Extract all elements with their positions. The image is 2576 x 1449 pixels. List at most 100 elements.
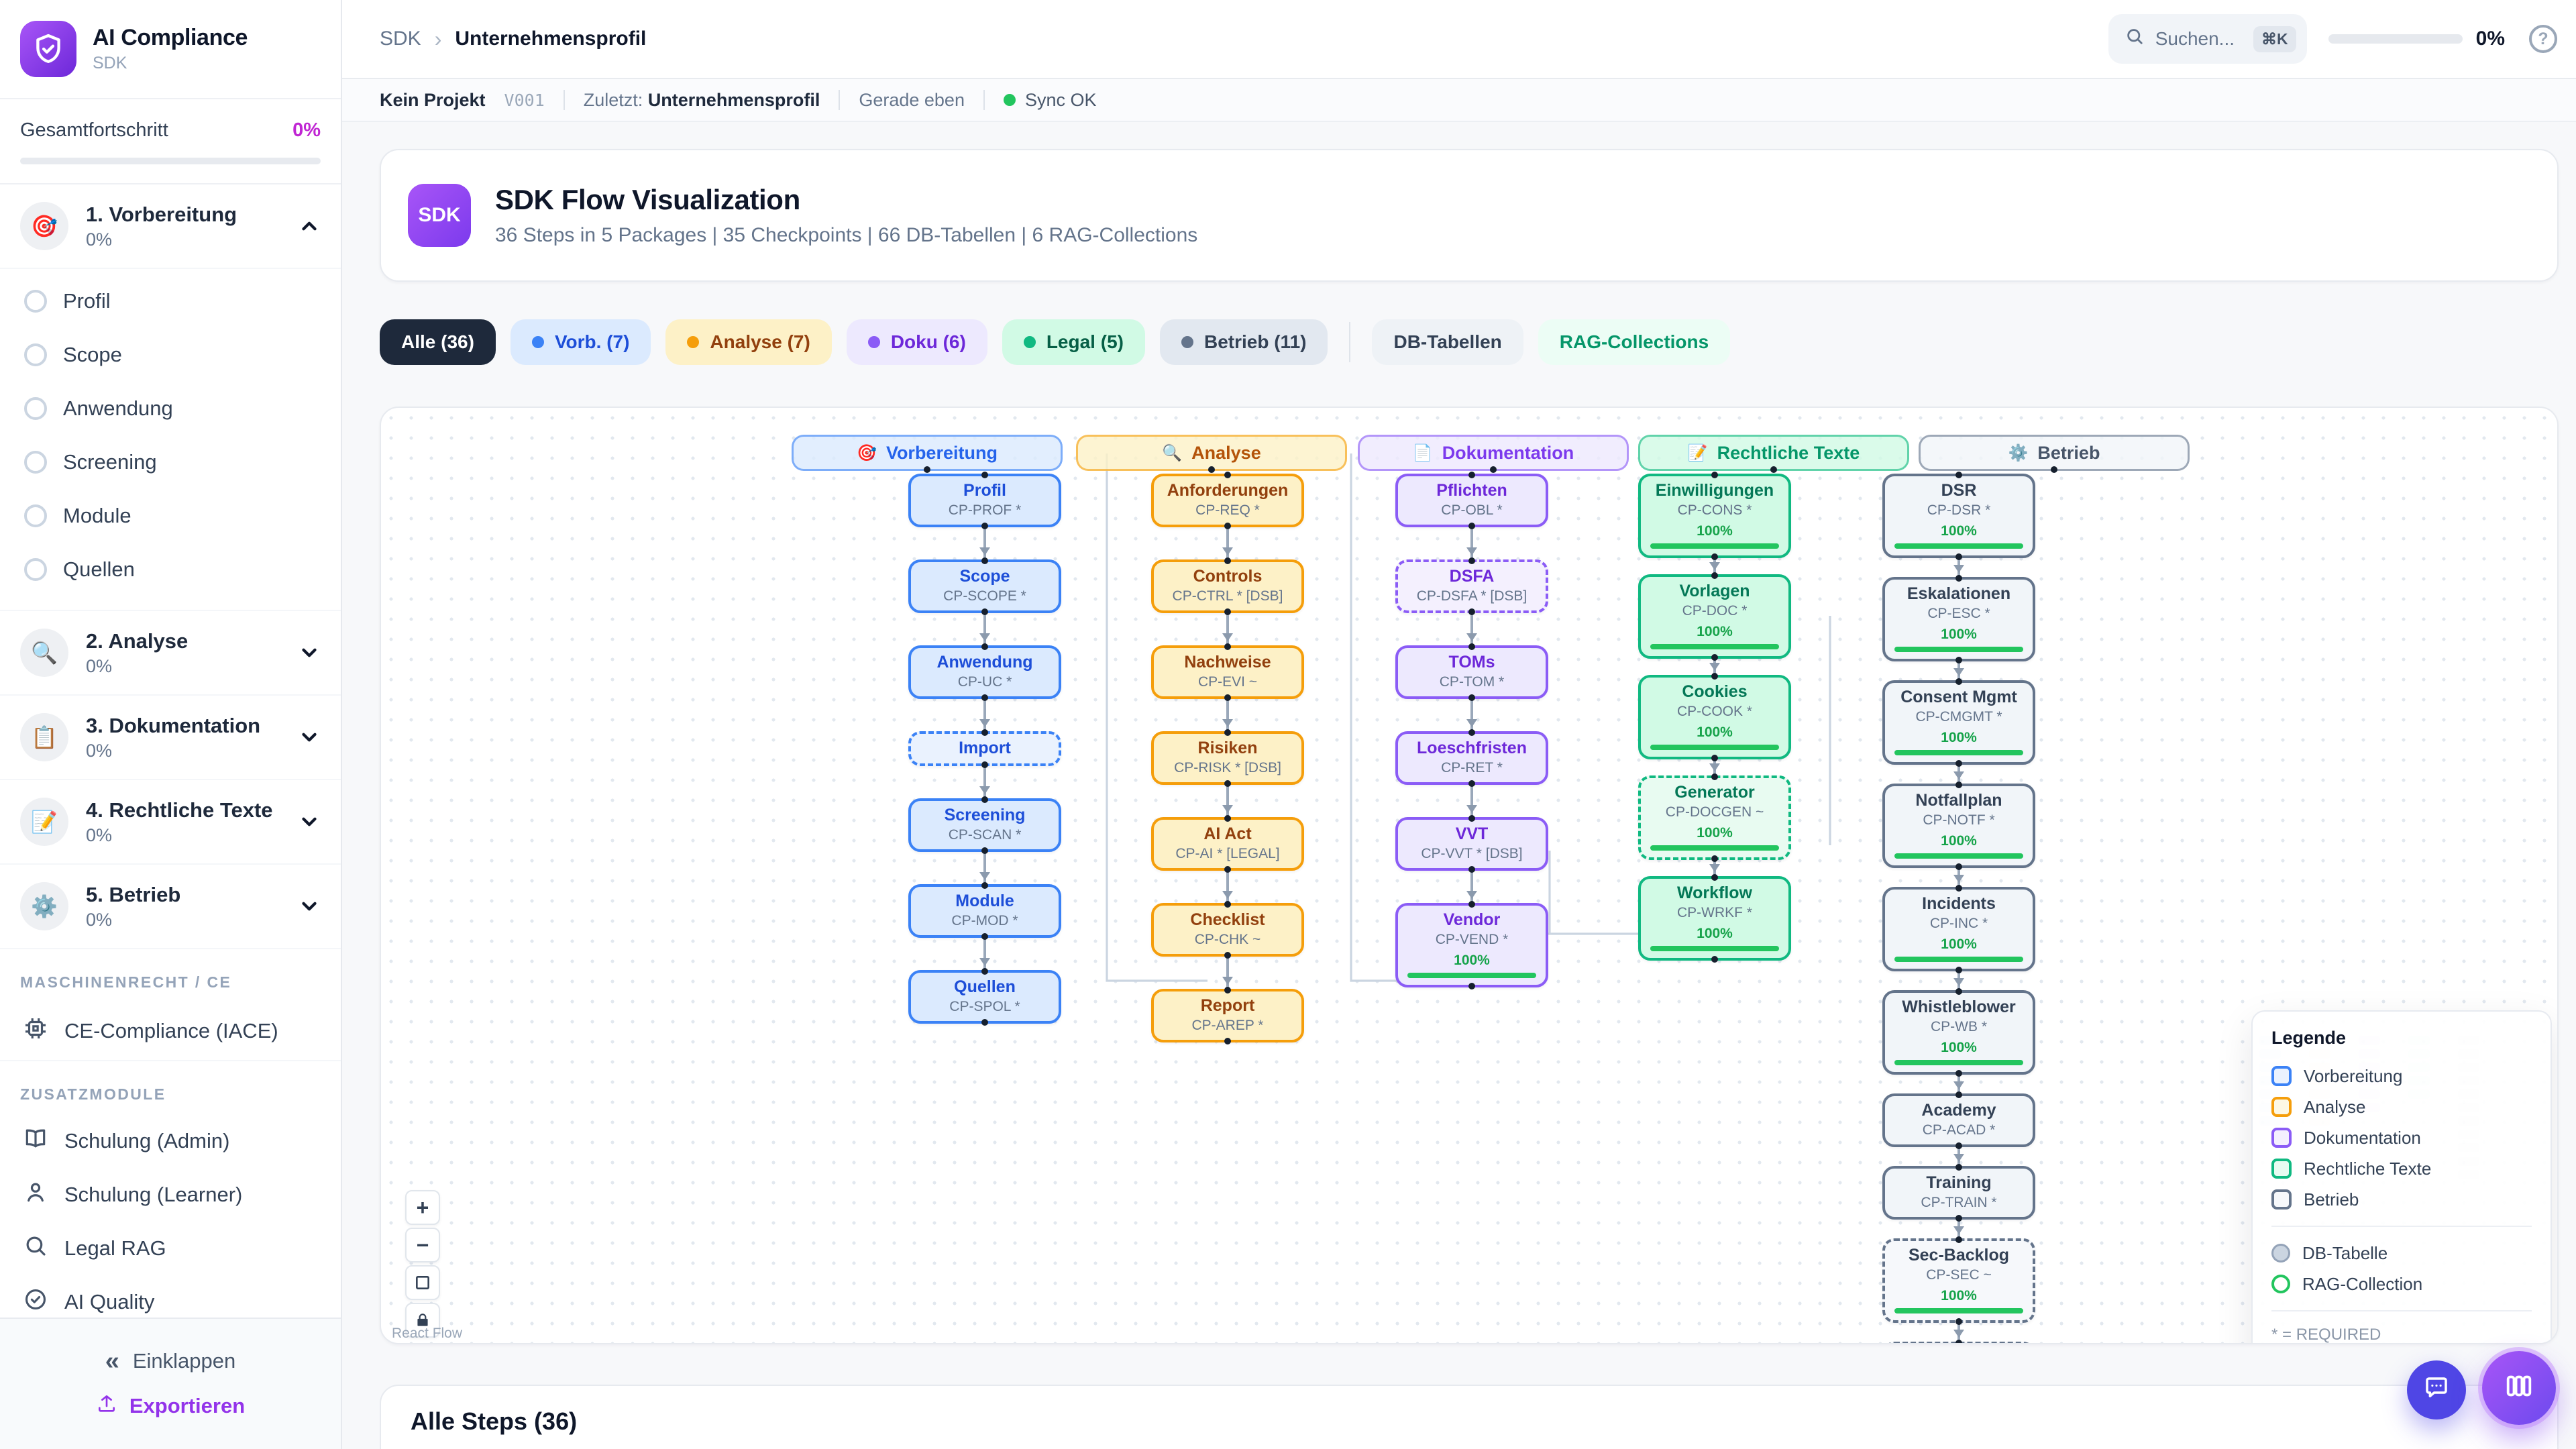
filter-alle[interactable]: Alle (36): [380, 319, 496, 365]
sidebar-item-screening[interactable]: Screening: [0, 435, 341, 489]
section-emoji-icon: ⚙️: [20, 882, 68, 930]
extras-list: Schulung (Admin)Schulung (Learner)Legal …: [0, 1114, 341, 1329]
sidebar-item-scope[interactable]: Scope: [0, 328, 341, 382]
double-chevron-left-icon: «: [105, 1347, 119, 1375]
package-header-rechtliche-texte[interactable]: 📝Rechtliche Texte: [1638, 435, 1909, 471]
sidebar-item-profil[interactable]: Profil: [0, 274, 341, 328]
breadcrumb-root[interactable]: SDK: [380, 28, 421, 50]
flow-edge: [1953, 558, 1964, 577]
node-title: Generator: [1674, 783, 1755, 802]
package-header-analyse[interactable]: 🔍Analyse: [1076, 435, 1347, 471]
node-code: CP-WB *: [1931, 1019, 1987, 1034]
legend-swatch-icon: [2271, 1128, 2292, 1148]
package-header-betrieb[interactable]: ⚙️Betrieb: [1919, 435, 2190, 471]
node-code: CP-CMGMT *: [1915, 709, 2002, 724]
filter-db-tabellen[interactable]: DB-Tabellen: [1372, 319, 1523, 365]
sidebar-item-anwendung[interactable]: Anwendung: [0, 382, 341, 435]
chat-button[interactable]: [2407, 1360, 2466, 1419]
filter-legal[interactable]: Legal (5): [1002, 319, 1145, 365]
sidebar-item-schulung-learner[interactable]: Schulung (Learner): [0, 1168, 341, 1222]
export-button[interactable]: Exportieren: [96, 1393, 245, 1419]
sidebar-item-module[interactable]: Module: [0, 489, 341, 543]
node-title: Notfallplan: [1915, 791, 2002, 810]
flow-edge: [1466, 613, 1477, 645]
package-header-vorbereitung[interactable]: 🎯Vorbereitung: [792, 435, 1063, 471]
flow-node-quality[interactable]: QualityCP-QUAL ~100%: [1882, 1342, 2035, 1343]
filter-betrieb[interactable]: Betrieb (11): [1159, 319, 1328, 365]
collapse-button[interactable]: « Einklappen: [105, 1348, 236, 1374]
search-input[interactable]: Suchen... ⌘K: [2108, 14, 2307, 64]
node-code: CP-UC *: [957, 674, 1012, 690]
node-code: CP-OBL *: [1441, 502, 1503, 518]
filter-doku[interactable]: Doku (6): [846, 319, 987, 365]
zoom-in-button[interactable]: +: [405, 1190, 440, 1225]
fit-view-button[interactable]: [405, 1265, 440, 1300]
sidebar-item-quellen[interactable]: Quellen: [0, 543, 341, 596]
node-title: Incidents: [1922, 894, 1996, 913]
filter-dot-icon: [531, 336, 544, 348]
filter-vorb[interactable]: Vorb. (7): [510, 319, 651, 365]
reactflow-attribution[interactable]: React Flow: [392, 1326, 463, 1341]
flow-edge: [1709, 860, 1720, 876]
filter-rag-collections[interactable]: RAG-Collections: [1538, 319, 1731, 365]
node-title: Vorlagen: [1679, 582, 1750, 600]
lock-button[interactable]: [405, 1303, 440, 1338]
sidebar-item-ai-quality[interactable]: AI Quality: [0, 1275, 341, 1329]
node-title: Screening: [944, 806, 1026, 824]
flow-node-import[interactable]: Import: [908, 731, 1061, 766]
help-icon[interactable]: ?: [2529, 25, 2557, 53]
sidebar-item-legal-rag[interactable]: Legal RAG: [0, 1222, 341, 1275]
package-header-dokumentation[interactable]: 📄Dokumentation: [1358, 435, 1629, 471]
legend-label: Rechtliche Texte: [2304, 1158, 2432, 1179]
columns-button[interactable]: [2482, 1351, 2556, 1425]
zoom-out-button[interactable]: −: [405, 1228, 440, 1263]
filter-analyse[interactable]: Analyse (7): [665, 319, 832, 365]
sidebar-item-schulung-admin[interactable]: Schulung (Admin): [0, 1114, 341, 1168]
filter-dot-icon: [1023, 336, 1036, 348]
node-progress-value: 100%: [1454, 953, 1490, 968]
sidebar-item-ce-compliance[interactable]: CE-Compliance (IACE): [0, 1002, 341, 1061]
